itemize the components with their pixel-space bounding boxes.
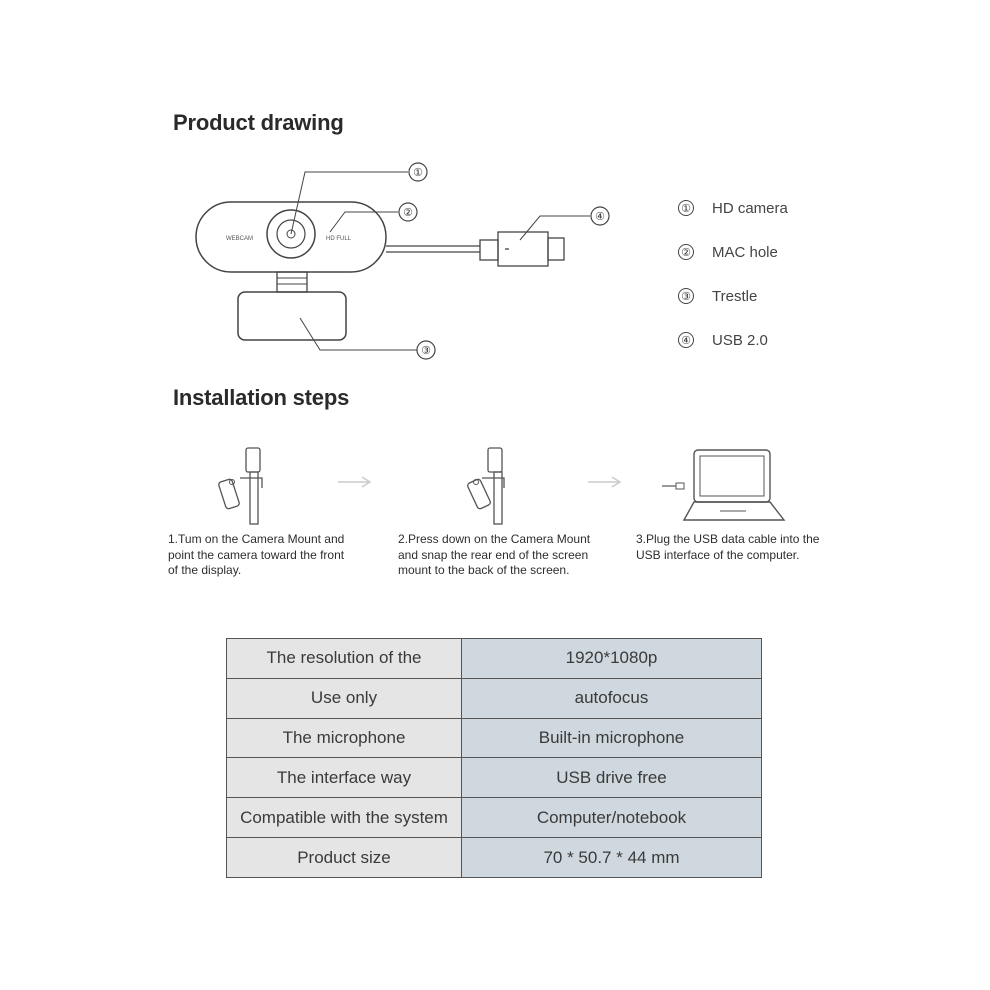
spec-value: 1920*1080p <box>461 638 762 679</box>
callout-3: ③ <box>421 345 431 357</box>
product-drawing-title: Product drawing <box>173 110 344 135</box>
step1-illustration <box>218 447 263 525</box>
spec-value: Built-in microphone <box>461 717 762 759</box>
spec-value: autofocus <box>461 677 762 719</box>
arrow-right-icon <box>588 476 622 488</box>
spec-key: Compatible with the system <box>226 797 462 839</box>
legend-item-hd-camera: ① HD camera <box>678 186 878 230</box>
usb-plug-tip <box>547 237 565 261</box>
step-line: 2.Press down on the Camera Mount <box>398 532 591 546</box>
lens-center <box>286 229 296 239</box>
step-line: and snap the rear end of the screen <box>398 547 589 562</box>
hd-full-label: HD FULL <box>326 236 352 242</box>
table-row: The interface way USB drive free <box>226 757 762 799</box>
spec-value: 70 * 50.7 * 44 mm <box>461 837 762 878</box>
table-row: The resolution of the 1920*1080p <box>226 638 762 679</box>
step-line: mount to the back of the screen. <box>398 563 570 577</box>
spec-key: The interface way <box>226 757 462 799</box>
spec-key: Use only <box>226 677 462 719</box>
legend-label: HD camera <box>712 199 788 217</box>
parts-legend: ① HD camera ② MAC hole ③ Trestle ④ USB 2… <box>678 186 878 362</box>
callout-4: ④ <box>595 211 605 223</box>
table-row: Compatible with the system Computer/note… <box>226 797 762 839</box>
step-line: 1.Tum on the Camera Mount and <box>168 532 345 546</box>
legend-item-trestle: ③ Trestle <box>678 274 878 318</box>
legend-label: USB 2.0 <box>712 331 768 349</box>
legend-number: ④ <box>678 332 694 348</box>
step-line: point the camera toward the front <box>168 547 345 562</box>
step-line: of the display. <box>168 563 242 577</box>
usb-plug-collar <box>479 239 499 261</box>
legend-number: ③ <box>678 288 694 304</box>
trestle-base <box>237 291 347 341</box>
legend-label: Trestle <box>712 287 758 305</box>
step-line: USB interface of the computer. <box>636 547 800 562</box>
legend-number: ② <box>678 244 694 260</box>
legend-item-mac-hole: ② MAC hole <box>678 230 878 274</box>
legend-number: ① <box>678 200 694 216</box>
install-step-2: 2.Press down on the Camera Mount and sna… <box>398 532 618 579</box>
laptop-icon <box>662 449 786 521</box>
installation-illustrations <box>218 447 786 525</box>
step-line: 3.Plug the USB data cable into the <box>636 532 820 546</box>
install-step-1: 1.Tum on the Camera Mount and point the … <box>168 532 388 579</box>
step2-illustration <box>467 447 505 525</box>
webcam-drawing: WEBCAM HD FULL ① ② ④ ③ <box>195 162 610 360</box>
installation-steps-title: Installation steps <box>173 385 350 410</box>
spec-key: The resolution of the <box>226 638 462 679</box>
legend-label: MAC hole <box>712 243 778 261</box>
table-row: Product size 70 * 50.7 * 44 mm <box>226 837 762 878</box>
arrow-right-icon <box>338 476 372 488</box>
install-step-3: 3.Plug the USB data cable into the USB i… <box>636 532 846 563</box>
spec-value: Computer/notebook <box>461 797 762 839</box>
table-row: The microphone Built-in microphone <box>226 717 762 759</box>
webcam-neck <box>276 271 308 293</box>
callout-2: ② <box>403 207 413 219</box>
spec-table: The resolution of the 1920*1080p Use onl… <box>226 638 762 878</box>
spec-key: The microphone <box>226 717 462 759</box>
lens-outer <box>266 209 316 259</box>
table-row: Use only autofocus <box>226 677 762 719</box>
legend-item-usb: ④ USB 2.0 <box>678 318 878 362</box>
lens-inner <box>276 219 306 249</box>
spec-value: USB drive free <box>461 757 762 799</box>
spec-key: Product size <box>226 837 462 878</box>
webcam-label: WEBCAM <box>226 236 253 242</box>
callout-1: ① <box>413 167 423 179</box>
